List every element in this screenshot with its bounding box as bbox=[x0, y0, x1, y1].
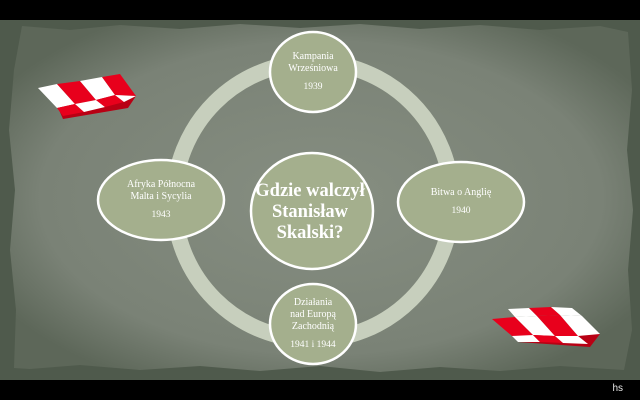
node-top bbox=[268, 30, 358, 114]
node-left bbox=[96, 158, 226, 242]
node-top-year: 1939 bbox=[303, 82, 323, 92]
node-left-line-1: Afryka Północna bbox=[126, 179, 196, 190]
node-top-line-1: Kampania bbox=[292, 51, 334, 62]
node-bottom-line-1: Działania bbox=[293, 297, 333, 308]
checkerboard-flag-right bbox=[492, 307, 600, 347]
bottom-letterbox-bar bbox=[0, 380, 640, 400]
slide: Kampania Wrześniowa 1939 Bitwa o Anglię … bbox=[0, 20, 640, 380]
node-right bbox=[396, 160, 526, 244]
node-left-line-2: Malta i Sycylia bbox=[130, 191, 192, 202]
node-left-year: 1943 bbox=[151, 210, 171, 220]
node-bottom-line-3: Zachodnią bbox=[291, 321, 335, 332]
node-right-line-1: Bitwa o Anglię bbox=[430, 187, 492, 198]
node-bottom-line-2: nad Europą bbox=[290, 309, 336, 320]
node-center bbox=[249, 151, 375, 271]
node-text-top: Kampania Wrześniowa 1939 bbox=[272, 34, 354, 110]
node-bottom-year: 1941 i 1944 bbox=[290, 340, 336, 350]
node-top-line-2: Wrześniowa bbox=[288, 63, 338, 74]
node-bottom bbox=[268, 282, 358, 366]
node-text-left: Afryka Północna Malta i Sycylia 1943 bbox=[104, 162, 218, 238]
center-title: Gdzie walczył Stanisław Skalski? bbox=[255, 180, 365, 243]
top-letterbox-bar bbox=[0, 0, 640, 20]
checkerboard-flag-left bbox=[38, 74, 136, 119]
slide-canvas bbox=[9, 24, 633, 372]
watermark: hs bbox=[612, 383, 623, 394]
node-text-bottom: Działania nad Europą Zachodnią 1941 i 19… bbox=[272, 286, 354, 362]
node-right-year: 1940 bbox=[451, 206, 471, 216]
node-text-right: Bitwa o Anglię 1940 bbox=[404, 164, 518, 240]
